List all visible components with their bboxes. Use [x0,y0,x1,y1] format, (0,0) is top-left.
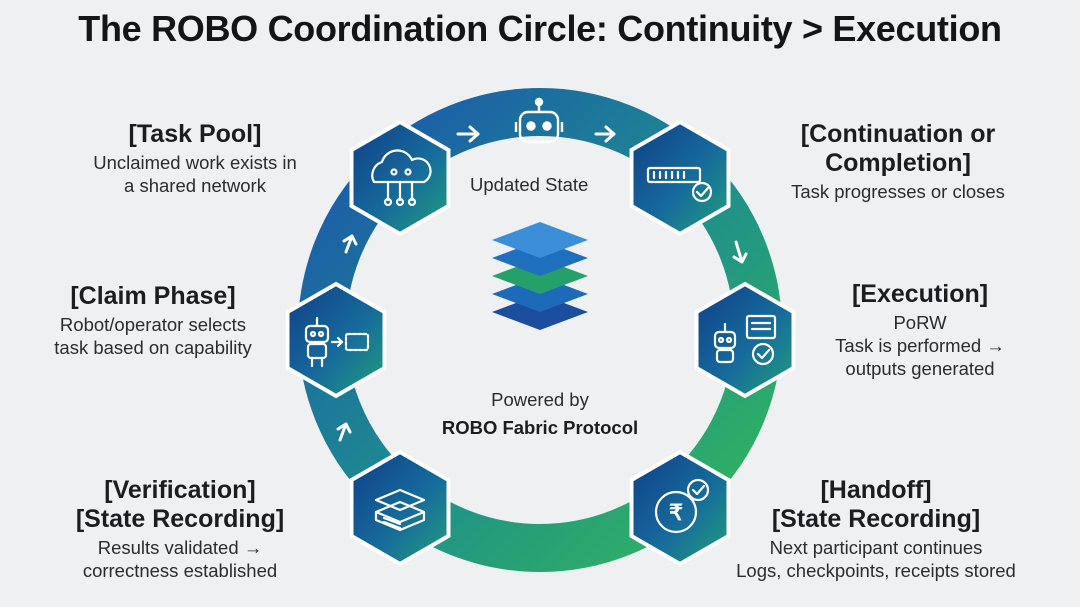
ledger-stack-icon [374,488,426,532]
hex-node-task-pool [349,119,451,237]
updated-state-label: Updated State [470,174,589,195]
hexagon-shape [349,119,451,237]
arrow-up-icon [342,234,358,254]
stage-heading: [State Recording] [771,505,981,533]
center-line-2: ROBO Fabric Protocol [441,417,639,438]
layer-stack-icon [492,222,588,330]
hexagon-shape [694,281,796,399]
stage-desc-line: Unclaimed work exists in [93,152,297,173]
stage-heading: [Handoff] [820,476,932,504]
stage-verification: [Verification] [State Recording] Results… [30,476,330,582]
cloud-network-icon [371,149,432,207]
arrow-right-icon [456,125,480,143]
hex-node-verification [349,449,451,567]
stage-desc-line: a shared network [124,175,266,196]
stage-desc-line: outputs generated [845,358,995,379]
stage-desc-line: Task progresses or closes [791,181,1005,202]
stage-desc-line: task based on capability [54,337,252,358]
hex-node-handoff: ₹ [629,449,731,567]
stage-continuation: [Continuation or Completion] Task progre… [728,120,1068,203]
stage-heading: [State Recording] [75,505,285,533]
arrow-up-icon [336,422,352,442]
stage-heading: [Execution] [851,280,989,308]
stage-desc-line: Logs, checkpoints, receipts stored [736,560,1016,581]
hex-node-claim [285,281,387,399]
robot-task-icon [713,314,777,366]
arrow-right-icon [594,125,616,143]
robot-select-icon [304,316,370,368]
page-title: The ROBO Coordination Circle: Continuity… [78,8,1002,49]
stage-desc-line: Results validated → [97,537,263,558]
stage-task-pool: [Task Pool] Unclaimed work exists in a s… [40,120,350,197]
hexagon-shape [285,281,387,399]
stage-desc-line: Robot/operator selects [59,314,247,335]
stage-heading: [Continuation or [800,120,996,148]
stage-desc-line: Task is performed → [835,335,1005,356]
stage-heading: [Verification] [104,476,256,504]
stage-handoff: [Handoff] [State Recording] Next partici… [700,476,1052,582]
stage-desc-line: Next participant continues [769,537,983,558]
hex-node-continuation [629,119,731,237]
progress-bar-icon [646,166,713,203]
center-line-1: Powered by [491,389,589,410]
stage-claim-phase: [Claim Phase] Robot/operator selects tas… [8,282,298,359]
stage-heading: [Claim Phase] [70,282,236,310]
svg-text:₹: ₹ [669,500,683,525]
stage-desc-line: PoRW [893,312,947,333]
hexagon-shape [629,119,731,237]
hexagon-shape [629,449,731,567]
stage-heading: Completion] [825,149,971,177]
robot-icon [514,97,564,144]
arrow-down-icon [732,240,748,264]
center-caption: Powered by ROBO Fabric Protocol [410,386,670,442]
token-gear-icon: ₹ [654,478,710,534]
stage-desc-line: correctness established [82,560,278,581]
hexagon-shape [349,449,451,567]
hex-node-execution [694,281,796,399]
stage-heading: [Task Pool] [128,120,262,148]
stage-execution: [Execution] PoRW Task is performed → out… [800,280,1040,380]
